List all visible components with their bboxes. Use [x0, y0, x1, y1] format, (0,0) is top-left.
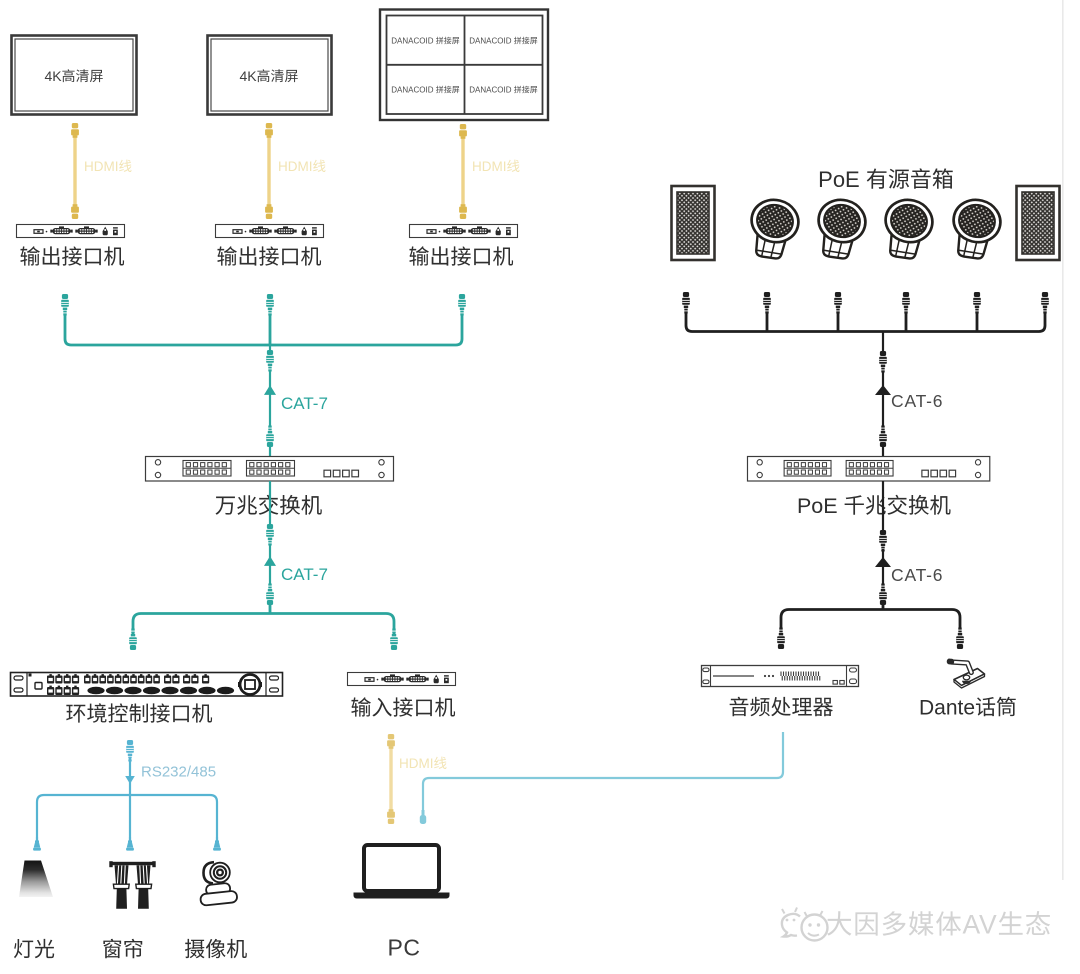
svg-text:RS232/485: RS232/485 [141, 764, 216, 781]
svg-text:HDMI线: HDMI线 [84, 159, 132, 174]
svg-text:摄像机: 摄像机 [184, 939, 247, 962]
svg-text:音频处理器: 音频处理器 [729, 697, 834, 720]
svg-text:输出接口机: 输出接口机 [217, 246, 322, 269]
svg-text:CAT-7: CAT-7 [281, 565, 328, 584]
svg-text:HDMI线: HDMI线 [472, 159, 520, 174]
svg-text:DANACOID 拼接屏: DANACOID 拼接屏 [469, 86, 537, 95]
svg-text:DANACOID 拼接屏: DANACOID 拼接屏 [391, 37, 459, 46]
svg-text:窗帘: 窗帘 [102, 939, 144, 962]
svg-text:PoE 千兆交换机: PoE 千兆交换机 [797, 494, 952, 518]
svg-text:Dante话筒: Dante话筒 [919, 697, 1017, 720]
svg-text:CAT-6: CAT-6 [891, 391, 943, 411]
svg-text:灯光: 灯光 [13, 939, 55, 962]
svg-text:CAT-7: CAT-7 [281, 394, 328, 413]
svg-text:DANACOID 拼接屏: DANACOID 拼接屏 [391, 86, 459, 95]
svg-text:HDMI线: HDMI线 [278, 159, 326, 174]
svg-text:输入接口机: 输入接口机 [351, 697, 456, 720]
svg-text:大因多媒体AV生态: 大因多媒体AV生态 [826, 910, 1052, 940]
svg-text:HDMI线: HDMI线 [399, 756, 447, 771]
svg-text:输出接口机: 输出接口机 [20, 246, 125, 269]
svg-text:输出接口机: 输出接口机 [409, 246, 514, 269]
svg-text:PC: PC [388, 935, 421, 961]
svg-text:环境控制接口机: 环境控制接口机 [66, 703, 213, 726]
svg-text:PoE 有源音箱: PoE 有源音箱 [818, 167, 954, 192]
svg-text:4K高清屏: 4K高清屏 [44, 68, 103, 84]
svg-text:万兆交换机: 万兆交换机 [215, 494, 323, 518]
svg-text:4K高清屏: 4K高清屏 [239, 68, 298, 84]
svg-text:DANACOID 拼接屏: DANACOID 拼接屏 [469, 37, 537, 46]
svg-text:CAT-6: CAT-6 [891, 565, 943, 585]
